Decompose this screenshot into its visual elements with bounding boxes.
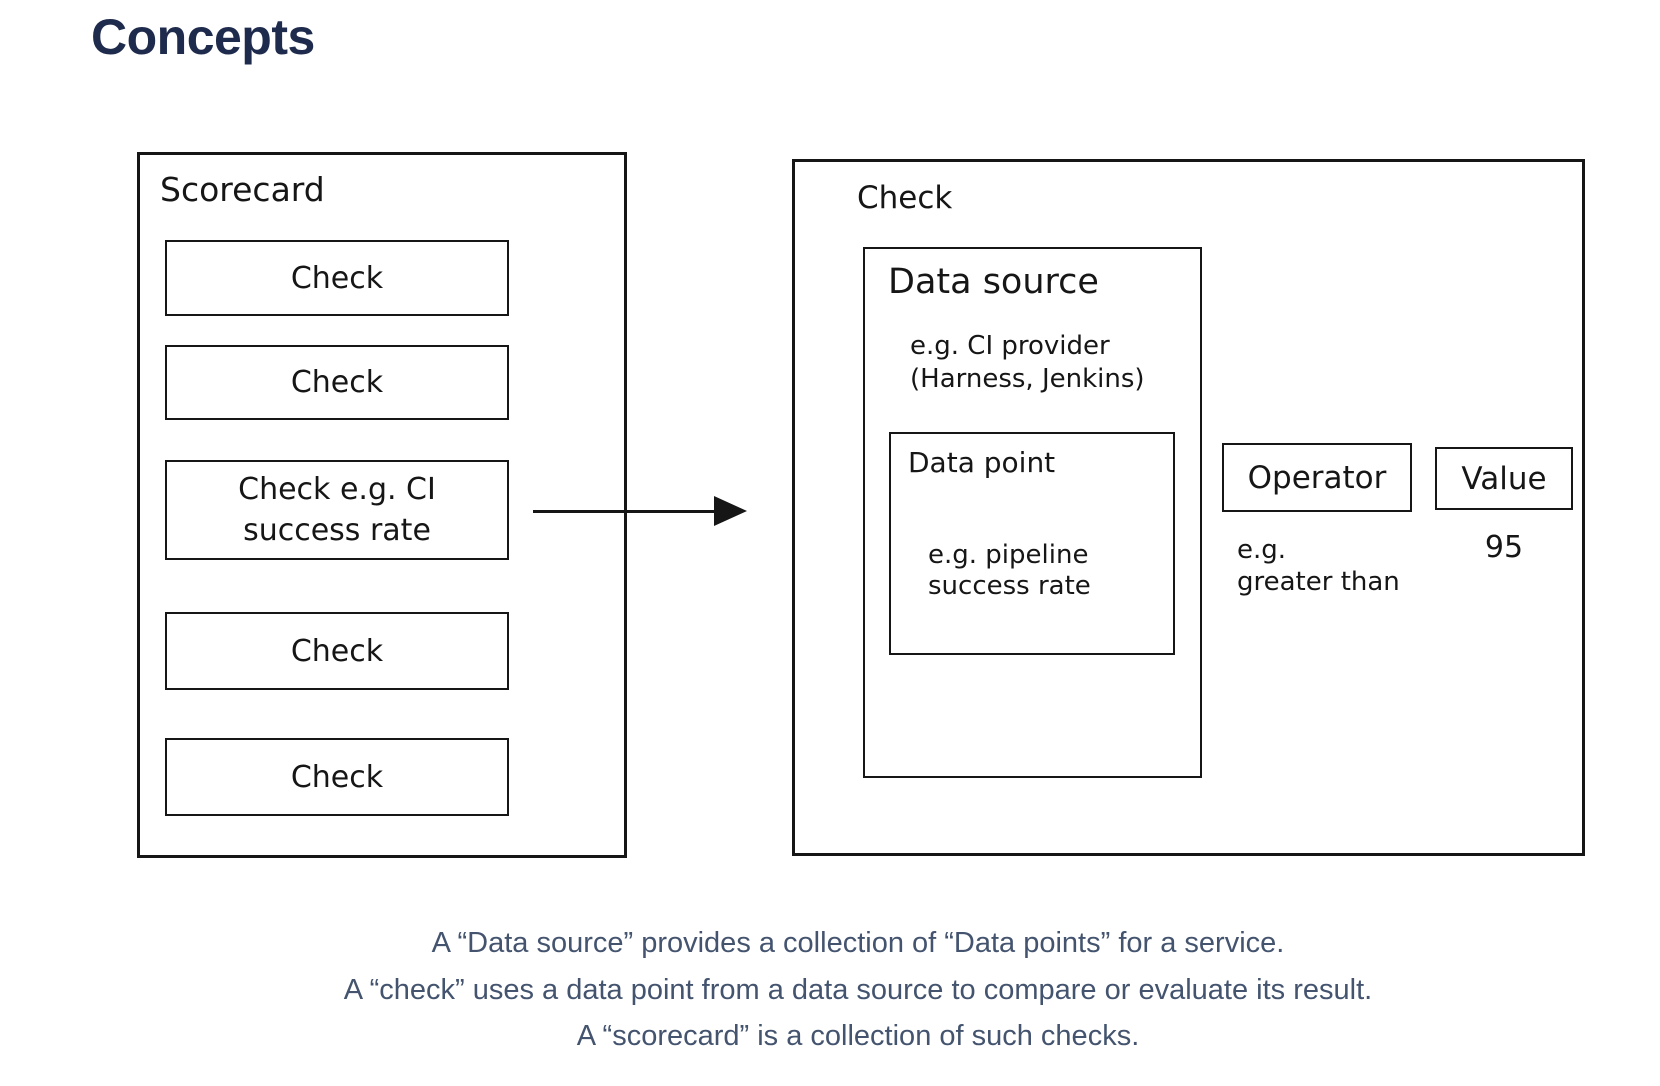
arrow-line bbox=[533, 510, 717, 513]
scorecard-check-2-label: Check bbox=[290, 365, 384, 400]
data-source-example-line1: e.g. CI provider bbox=[910, 331, 1110, 361]
caption: A “Data source” provides a collection of… bbox=[56, 920, 1660, 1060]
data-point-example-line2: success rate bbox=[928, 571, 1091, 601]
value-label: Value bbox=[1461, 460, 1547, 497]
value-container: Value bbox=[1435, 447, 1573, 510]
scorecard-check-5: Check bbox=[165, 738, 509, 816]
scorecard-check-4: Check bbox=[165, 612, 509, 690]
scorecard-label: Scorecard bbox=[160, 170, 325, 209]
data-source-example-line2: (Harness, Jenkins) bbox=[910, 364, 1145, 394]
operator-example-line2: greater than bbox=[1237, 567, 1400, 597]
scorecard-check-3: Check e.g. CI success rate bbox=[165, 460, 509, 560]
data-point-example: e.g. pipeline success rate bbox=[928, 540, 1091, 602]
scorecard-check-4-label: Check bbox=[290, 633, 384, 669]
scorecard-check-2: Check bbox=[165, 345, 509, 420]
data-point-container bbox=[889, 432, 1175, 655]
data-point-label: Data point bbox=[908, 446, 1056, 479]
operator-label: Operator bbox=[1247, 459, 1387, 496]
scorecard-check-1-label: Check bbox=[290, 260, 384, 296]
check-detail-label: Check bbox=[857, 180, 953, 216]
data-source-example: e.g. CI provider (Harness, Jenkins) bbox=[910, 330, 1145, 396]
arrow-right-icon bbox=[714, 496, 747, 526]
caption-line3: A “scorecard” is a collection of such ch… bbox=[576, 1020, 1140, 1052]
data-point-example-line1: e.g. pipeline bbox=[928, 540, 1089, 570]
operator-container: Operator bbox=[1222, 443, 1412, 512]
operator-example: e.g. greater than bbox=[1237, 534, 1400, 598]
scorecard-check-1: Check bbox=[165, 240, 509, 316]
caption-line2: A “check” uses a data point from a data … bbox=[343, 973, 1373, 1006]
operator-example-line1: e.g. bbox=[1237, 535, 1287, 565]
value-example: 95 bbox=[1484, 530, 1524, 565]
scorecard-check-3-label: Check e.g. CI success rate bbox=[238, 472, 436, 548]
scorecard-check-5-label: Check bbox=[290, 759, 384, 795]
caption-line1: A “Data source” provides a collection of… bbox=[431, 927, 1285, 959]
data-source-label: Data source bbox=[888, 262, 1099, 302]
page-title: Concepts bbox=[91, 9, 315, 65]
